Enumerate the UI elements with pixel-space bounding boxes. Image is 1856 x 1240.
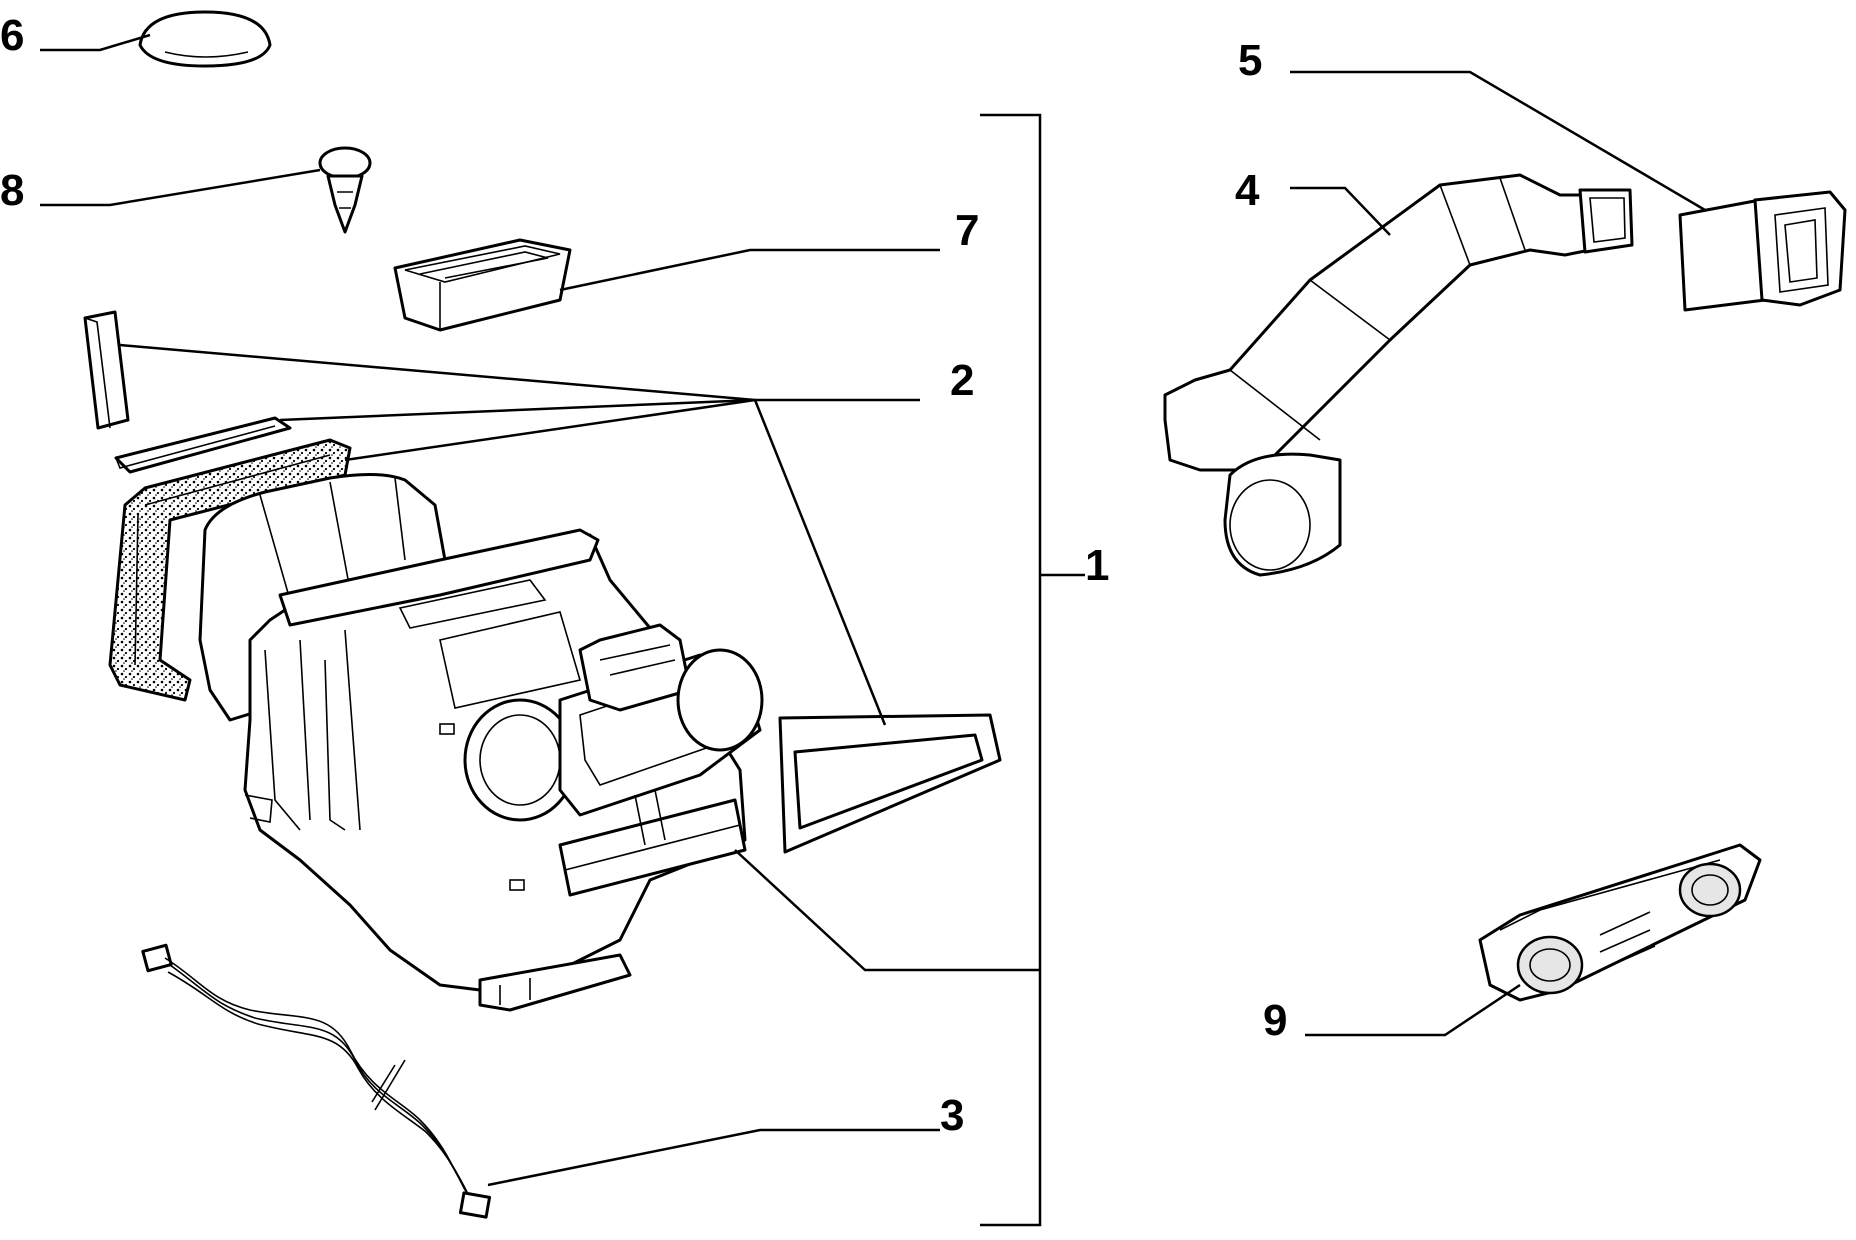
seal-strips-part [83, 310, 1002, 854]
callout-7: 7 [955, 206, 979, 255]
leader-lines [40, 33, 1706, 1227]
callout-5: 5 [1238, 36, 1262, 85]
push-clip-part [318, 146, 372, 234]
heater-housing-assembly-part [198, 472, 764, 1012]
callout-4: 4 [1235, 166, 1260, 215]
callout-2: 2 [950, 356, 974, 405]
vent-panel-part [1478, 843, 1762, 1002]
air-duct-part [1163, 173, 1634, 577]
callout-8: 8 [0, 166, 24, 215]
callout-6: 6 [0, 11, 24, 60]
duct-adapter-part [1678, 190, 1847, 312]
callout-9: 9 [1263, 996, 1287, 1045]
filter-box-part [393, 238, 572, 332]
callout-1: 1 [1085, 541, 1109, 590]
plug-cap-part [138, 10, 272, 68]
foam-gasket-part [108, 438, 352, 702]
callout-3: 3 [940, 1091, 964, 1140]
wiring-harness-part [141, 943, 492, 1219]
